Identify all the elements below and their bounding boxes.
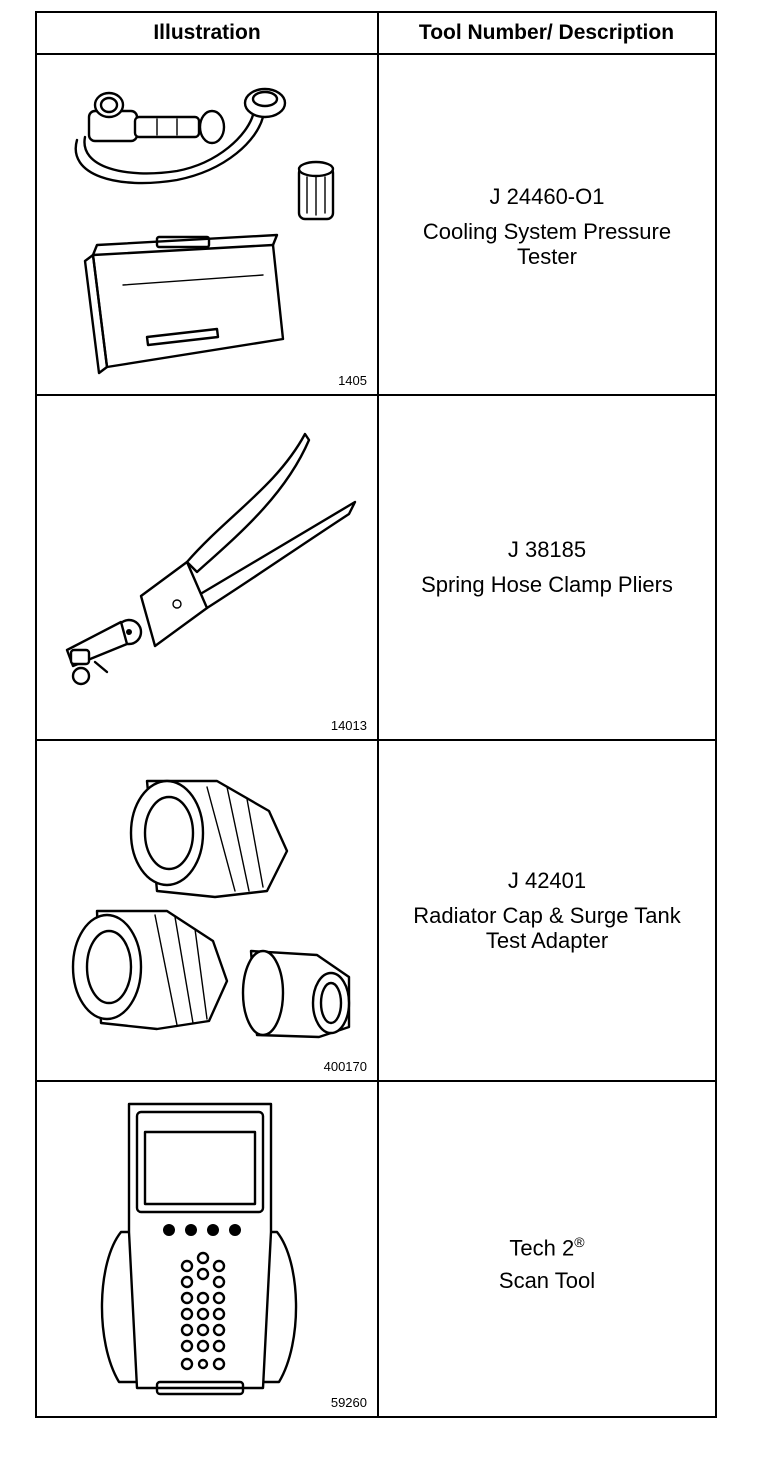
table-row: 59260 Tech 2® Scan Tool [37, 1082, 715, 1416]
tool-description-header: Tool Number/ Description [418, 21, 675, 44]
figure-number: 400170 [323, 1059, 367, 1074]
illustration-header: Illustration [153, 21, 261, 44]
tool-number-text: Tech 2 [509, 1235, 575, 1261]
tool-number: J 38185 [507, 537, 587, 562]
column-divider [377, 13, 379, 1416]
table-row: 14013 J 38185 Spring Hose Clamp Pliers [37, 396, 715, 741]
tool-name-line1: Cooling System Pressure [422, 219, 672, 244]
tool-name-line2: Tester [517, 244, 577, 269]
scan-tool-illustration: 59260 [37, 1082, 377, 1416]
test-adapter-illustration: 400170 [37, 741, 377, 1080]
tool-number: J 42401 [507, 868, 587, 893]
tool-name-line1: Scan Tool [498, 1268, 596, 1294]
tool-description: J 24460-O1 Cooling System Pressure Teste… [379, 184, 715, 269]
special-tools-table: Illustration Tool Number/ Description [35, 11, 717, 1418]
tool-name-line1: Radiator Cap & Surge Tank [413, 903, 681, 928]
tool-description: J 42401 Radiator Cap & Surge Tank Test A… [379, 868, 715, 953]
tool-number: J 24460-O1 [489, 184, 605, 209]
table-row: 1405 J 24460-O1 Cooling System Pressure … [37, 55, 715, 396]
tool-description: Tech 2® Scan Tool [379, 1230, 715, 1293]
pressure-tester-illustration: 1405 [37, 55, 377, 394]
tool-description: J 38185 Spring Hose Clamp Pliers [379, 537, 715, 597]
table-header: Illustration Tool Number/ Description [37, 13, 715, 55]
figure-number: 59260 [330, 1395, 367, 1410]
hose-clamp-pliers-illustration: 14013 [37, 396, 377, 739]
figure-number: 1405 [338, 373, 367, 388]
table-row: 400170 J 42401 Radiator Cap & Surge Tank… [37, 741, 715, 1082]
registered-mark: ® [574, 1234, 585, 1250]
tool-name-line2: Test Adapter [485, 928, 609, 953]
tool-name-line1: Spring Hose Clamp Pliers [421, 572, 673, 597]
figure-number: 14013 [330, 718, 367, 733]
tool-number: Tech 2® [379, 1230, 715, 1260]
